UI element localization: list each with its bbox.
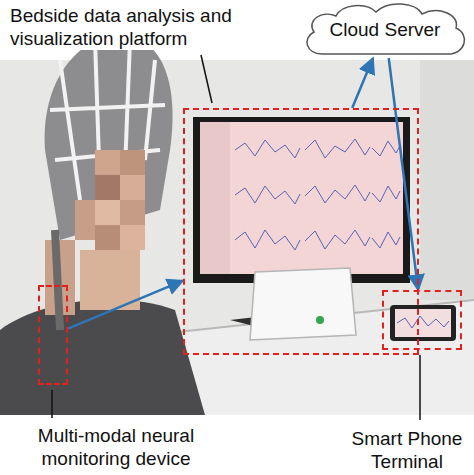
screen-sidebar [200, 122, 230, 274]
data-flow-arrow [68, 281, 183, 329]
waveform [372, 232, 400, 248]
data-flow-arrow [389, 58, 419, 290]
pixelated-face [75, 150, 145, 250]
waveform [235, 140, 300, 158]
face-pixel [75, 200, 95, 240]
cabinet [420, 60, 474, 300]
data-flow-arrow [352, 58, 373, 108]
node-heading: Multi-modal neural monitoring device [6, 424, 226, 470]
face-pixel [95, 200, 120, 225]
face-pixel [120, 175, 145, 200]
cloud-outline [307, 4, 464, 54]
face-pixel [95, 225, 120, 250]
phone-screen [395, 309, 451, 337]
chin-strap [55, 230, 60, 330]
cloud-server: Cloud Server [300, 0, 470, 58]
waveform [305, 185, 370, 203]
waveform [305, 230, 370, 249]
monitor-screen [200, 122, 403, 274]
cap-strips [50, 40, 165, 200]
person-body [0, 300, 205, 415]
waveform [235, 230, 300, 250]
face-pixel [95, 175, 120, 200]
phone-body [390, 305, 456, 341]
node-heading: Smart Phone Terminal [342, 427, 472, 473]
status-led [316, 316, 324, 324]
face-pixel [95, 150, 120, 175]
leader-line [201, 55, 212, 103]
device-box: Multi-modal neural monitoring device [38, 285, 68, 385]
face-pixel [120, 200, 145, 225]
acquisition-box [250, 268, 356, 340]
waveform [372, 186, 400, 202]
face-pixel [120, 225, 145, 250]
face-pixel [120, 150, 145, 175]
node-heading: Bedside data analysis and visualization … [8, 4, 308, 50]
waveform [372, 141, 400, 156]
waveform [235, 186, 300, 204]
phone-waveform [397, 316, 449, 328]
leader-line [51, 390, 53, 418]
monitor-frame [193, 117, 410, 283]
person-neck [80, 250, 140, 310]
waveform [305, 139, 370, 158]
waveforms [235, 139, 400, 250]
leader-line [419, 355, 421, 420]
eeg-cap [45, 35, 173, 240]
node-label: Cloud Server [330, 18, 441, 41]
phone-box: Smart Phone Terminal [382, 290, 462, 350]
